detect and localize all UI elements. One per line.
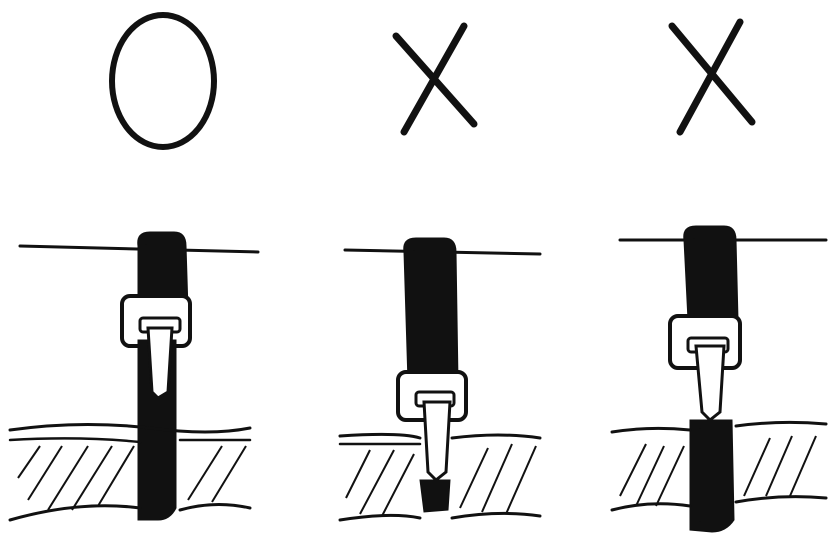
cable-tie-middle — [340, 238, 540, 520]
cross-mark-icon — [672, 22, 752, 132]
panel-right-incorrect — [612, 22, 826, 532]
cross-mark-icon — [396, 26, 474, 132]
cable-tie-right — [612, 226, 826, 532]
cable-tie-left — [10, 232, 258, 520]
panel-middle-incorrect — [340, 26, 540, 520]
panel-left-correct — [10, 15, 258, 520]
circle-mark-icon — [112, 15, 214, 147]
